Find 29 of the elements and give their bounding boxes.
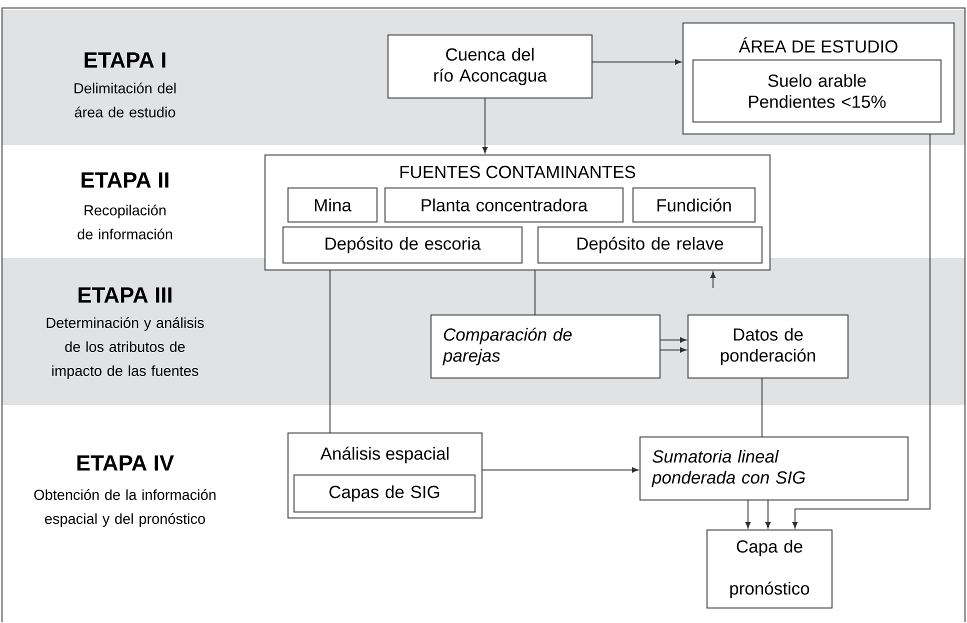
stage-description: Obtención de la información espacial y del pronóstico xyxy=(34,489,216,527)
stage-title: ETAPA IV xyxy=(77,455,174,471)
process-box: Comparación de parejas xyxy=(430,314,660,378)
process-box: Fundición xyxy=(632,188,756,222)
stage-description: Determinación y análisis de los atributos de impacto de las fuentes xyxy=(46,317,204,379)
arrow xyxy=(792,134,930,528)
process-box: Suelo arable Pendientes <15% xyxy=(692,60,942,122)
process-box: Datos de ponderación xyxy=(688,314,848,378)
stage-title: ETAPA I xyxy=(84,52,166,68)
arrow xyxy=(710,272,716,288)
stage-description: Recopilación de información xyxy=(78,204,172,240)
arrow xyxy=(592,59,682,65)
process-box: Planta concentradora xyxy=(384,188,624,222)
arrow xyxy=(765,500,771,528)
process-box: Depósito de relave xyxy=(538,226,762,264)
arrow xyxy=(660,337,686,343)
stage-title: ETAPA III xyxy=(78,287,172,303)
process-box: Sumatoria lineal ponderada con SIG xyxy=(640,436,908,500)
stage-title: ETAPA II xyxy=(82,172,168,188)
process-box: Depósito de escoria xyxy=(282,226,522,264)
arrow xyxy=(660,347,686,353)
process-box: Capa de pronóstico xyxy=(706,530,832,608)
arrow xyxy=(745,500,751,528)
process-box: Mina xyxy=(288,188,378,222)
process-box: Capas de SIG xyxy=(294,474,476,512)
process-box: Cuenca del río Aconcagua xyxy=(388,34,592,98)
arrow xyxy=(482,467,638,473)
arrow xyxy=(482,98,488,154)
stage-description: Delimitación del área de estudio xyxy=(74,82,176,118)
